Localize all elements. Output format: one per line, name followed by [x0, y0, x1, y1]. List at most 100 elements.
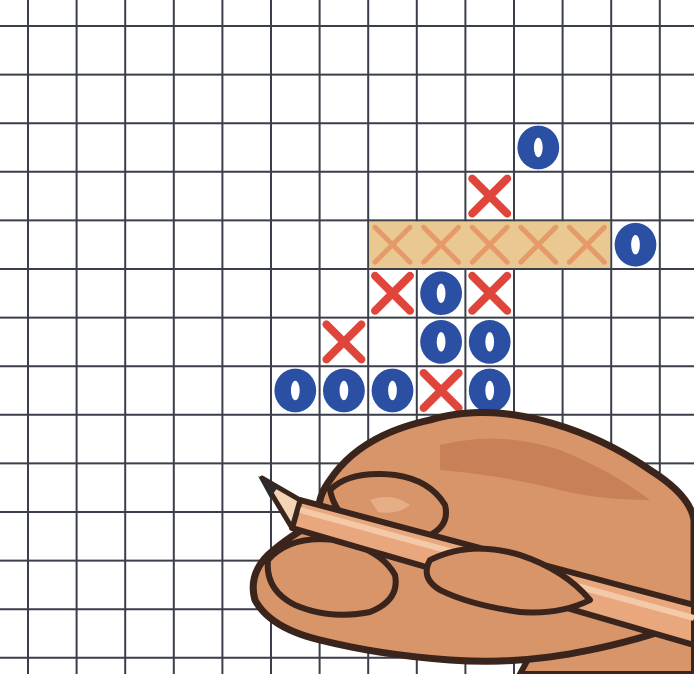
- board-cell[interactable]: [125, 609, 174, 658]
- board-cell[interactable]: [174, 172, 223, 221]
- board-cell[interactable]: [77, 561, 126, 610]
- board-cell[interactable]: [222, 415, 271, 464]
- board-cell[interactable]: [174, 512, 223, 561]
- board-cell[interactable]: [611, 123, 660, 172]
- board-cell[interactable]: [271, 123, 320, 172]
- board-cell[interactable]: [174, 561, 223, 610]
- board-cell[interactable]: [28, 366, 77, 415]
- board-cell[interactable]: [77, 75, 126, 124]
- board-cell[interactable]: [417, 75, 466, 124]
- board-cell[interactable]: [660, 172, 694, 221]
- board-cell[interactable]: [660, 415, 694, 464]
- board-cell[interactable]: [77, 463, 126, 512]
- board-cell[interactable]: [28, 269, 77, 318]
- board-cell[interactable]: [125, 75, 174, 124]
- board-cell[interactable]: [611, 366, 660, 415]
- board-cell[interactable]: [320, 123, 369, 172]
- board-cell[interactable]: [222, 26, 271, 75]
- board-cell[interactable]: [222, 318, 271, 367]
- board-cell[interactable]: [28, 561, 77, 610]
- board-cell[interactable]: [125, 512, 174, 561]
- board-cell[interactable]: [77, 609, 126, 658]
- board-cell[interactable]: [611, 75, 660, 124]
- board-cell[interactable]: [174, 609, 223, 658]
- board-cell[interactable]: [125, 658, 174, 674]
- board-cell[interactable]: [28, 26, 77, 75]
- board-cell[interactable]: [125, 26, 174, 75]
- board-cell[interactable]: [28, 318, 77, 367]
- board-cell[interactable]: [28, 172, 77, 221]
- board-cell[interactable]: [222, 512, 271, 561]
- board-cell[interactable]: [77, 269, 126, 318]
- board-cell[interactable]: [222, 220, 271, 269]
- board-cell[interactable]: [77, 658, 126, 674]
- board-cell[interactable]: [222, 172, 271, 221]
- board-cell[interactable]: [222, 366, 271, 415]
- board-cell[interactable]: [77, 123, 126, 172]
- board-cell[interactable]: [271, 318, 320, 367]
- board-cell[interactable]: [222, 75, 271, 124]
- board-cell[interactable]: [611, 318, 660, 367]
- board-cell[interactable]: [660, 123, 694, 172]
- board-cell[interactable]: [222, 269, 271, 318]
- board-cell[interactable]: [28, 75, 77, 124]
- board-cell[interactable]: [77, 512, 126, 561]
- board-cell[interactable]: [125, 123, 174, 172]
- board-cell[interactable]: [28, 415, 77, 464]
- board-cell[interactable]: [320, 75, 369, 124]
- board-cell[interactable]: [222, 463, 271, 512]
- board-cell[interactable]: [174, 463, 223, 512]
- board-cell[interactable]: [125, 172, 174, 221]
- board-cell[interactable]: [563, 75, 612, 124]
- board-cell[interactable]: [77, 26, 126, 75]
- board-cell[interactable]: [514, 318, 563, 367]
- board-cell[interactable]: [465, 75, 514, 124]
- board-cell[interactable]: [611, 172, 660, 221]
- board-cell[interactable]: [563, 172, 612, 221]
- board-cell[interactable]: [271, 220, 320, 269]
- board-cell[interactable]: [271, 26, 320, 75]
- board-cell[interactable]: [28, 123, 77, 172]
- board-cell[interactable]: [514, 366, 563, 415]
- board-cell[interactable]: [660, 318, 694, 367]
- board-cell[interactable]: [368, 26, 417, 75]
- board-cell[interactable]: [563, 123, 612, 172]
- board-cell[interactable]: [563, 26, 612, 75]
- board-cell[interactable]: [77, 366, 126, 415]
- board-cell[interactable]: [271, 658, 320, 674]
- board-cell[interactable]: [611, 269, 660, 318]
- board-cell[interactable]: [222, 123, 271, 172]
- board-cell[interactable]: [271, 415, 320, 464]
- board-cell[interactable]: [368, 75, 417, 124]
- board-cell[interactable]: [174, 415, 223, 464]
- board-cell[interactable]: [125, 415, 174, 464]
- board-cell[interactable]: [368, 658, 417, 674]
- board-cell[interactable]: [28, 220, 77, 269]
- board-cell[interactable]: [660, 75, 694, 124]
- board-cell[interactable]: [465, 123, 514, 172]
- board-cell[interactable]: [28, 512, 77, 561]
- board-cell[interactable]: [320, 26, 369, 75]
- board-cell[interactable]: [174, 75, 223, 124]
- board-cell[interactable]: [174, 658, 223, 674]
- board-cell[interactable]: [174, 220, 223, 269]
- board-cell[interactable]: [320, 172, 369, 221]
- board-cell[interactable]: [271, 269, 320, 318]
- board-cell[interactable]: [611, 26, 660, 75]
- board-cell[interactable]: [125, 366, 174, 415]
- board-cell[interactable]: [320, 269, 369, 318]
- board-cell[interactable]: [368, 172, 417, 221]
- board-cell[interactable]: [28, 609, 77, 658]
- board-cell[interactable]: [125, 561, 174, 610]
- board-cell[interactable]: [660, 220, 694, 269]
- board-cell[interactable]: [125, 220, 174, 269]
- board-cell[interactable]: [174, 123, 223, 172]
- board-cell[interactable]: [174, 26, 223, 75]
- board-cell[interactable]: [174, 366, 223, 415]
- board-cell[interactable]: [174, 269, 223, 318]
- board-cell[interactable]: [563, 269, 612, 318]
- board-cell[interactable]: [320, 220, 369, 269]
- board-cell[interactable]: [514, 269, 563, 318]
- board-cell[interactable]: [77, 172, 126, 221]
